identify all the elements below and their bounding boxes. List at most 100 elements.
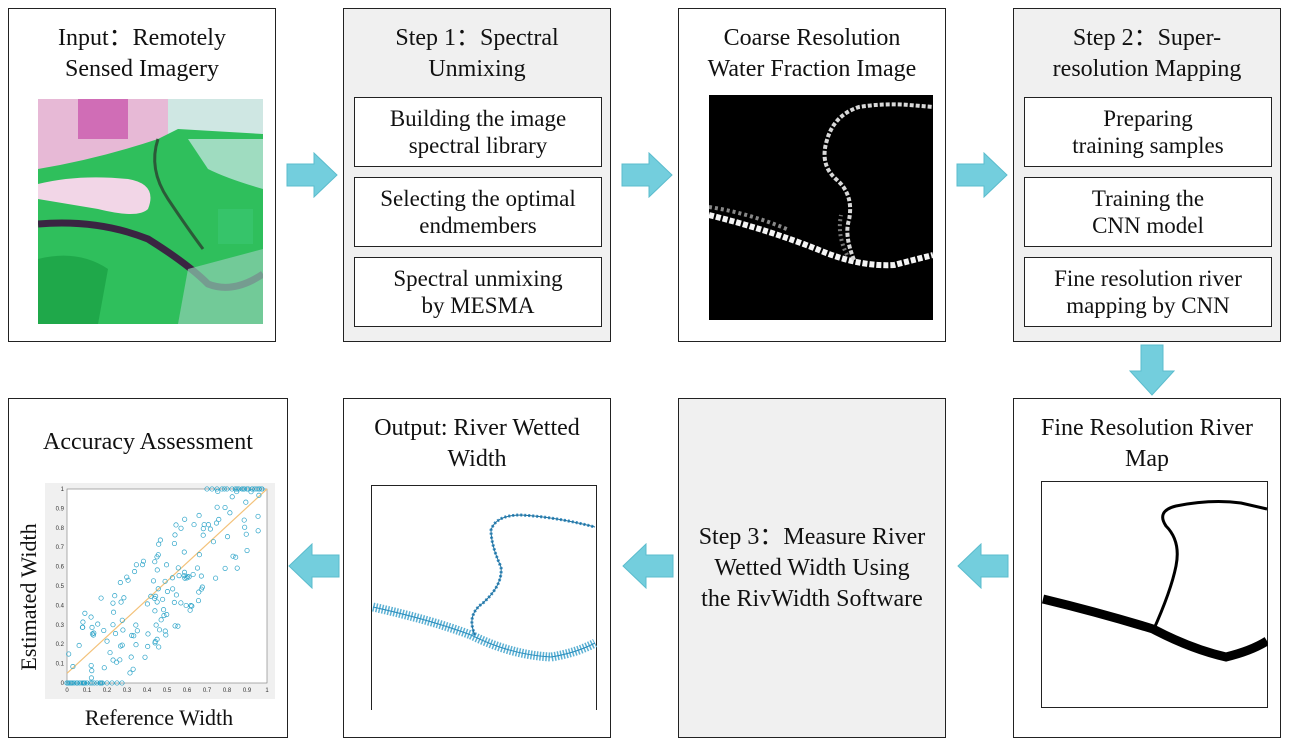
scatter-point — [133, 642, 139, 648]
scatter-point — [101, 627, 107, 634]
scatter-point — [150, 578, 157, 584]
scatter-point — [127, 670, 133, 676]
scatter-point — [254, 486, 260, 492]
step2-title: Step 2：Super- resolution Mapping — [1052, 25, 1242, 82]
scatter-point — [79, 680, 85, 686]
scatter-point — [132, 569, 138, 575]
scatter-point — [227, 510, 233, 516]
scatter-point — [134, 628, 140, 634]
scatter-point — [82, 680, 88, 686]
scatter-point — [110, 600, 116, 606]
y-tick-label: 0.1 — [56, 662, 65, 668]
scatter-point — [255, 528, 261, 534]
step2-item-3: Fine resolution river mapping by CNN — [1024, 257, 1272, 327]
scatter-point — [175, 565, 181, 571]
scatter-point — [124, 574, 130, 580]
scatter-point — [196, 589, 202, 595]
y-tick-label: 0.6 — [56, 565, 65, 571]
river-width-image — [371, 485, 597, 710]
input-box: Input：Remotely Sensed Imagery — [8, 8, 276, 342]
y-tick-label: 0.7 — [56, 545, 65, 551]
arrow-down — [1129, 344, 1175, 396]
scatter-point — [170, 586, 176, 592]
scatter-point — [110, 622, 116, 628]
scatter-point — [152, 608, 158, 614]
x-tick-label: 0.3 — [123, 688, 132, 694]
scatter-point — [229, 494, 235, 500]
scatter-point — [181, 549, 187, 555]
scatter-point — [163, 562, 170, 568]
scatter-point — [200, 532, 206, 538]
scatter-point — [200, 526, 206, 532]
accuracy-title: Accuracy Assessment — [43, 429, 253, 455]
y-tick-label: 0.4 — [56, 603, 65, 609]
step1-box: Step 1：Spectral Unmixing Building the im… — [343, 8, 611, 342]
scatter-point — [76, 642, 82, 649]
scatter-point — [88, 662, 94, 669]
scatter-point — [164, 588, 170, 595]
scatter-point — [205, 522, 211, 528]
scatter-point — [181, 569, 188, 575]
scatter-point — [88, 675, 94, 681]
scatter-point — [173, 592, 179, 598]
scatter-point — [188, 602, 194, 609]
scatter-point — [94, 680, 100, 686]
input-title: Input：Remotely Sensed Imagery — [58, 25, 226, 82]
scatter-point — [119, 680, 125, 686]
x-tick-label: 0.5 — [163, 688, 172, 694]
scatter-point — [157, 537, 163, 543]
coarse-title: Coarse Resolution Water Fraction Image — [707, 25, 917, 82]
scatter-xlabel: Reference Width — [84, 705, 234, 730]
scatter-point — [172, 532, 178, 538]
scatter-point — [243, 499, 249, 505]
scatter-point — [131, 633, 137, 639]
scatter-point — [89, 624, 95, 630]
scatter-point — [89, 668, 95, 674]
scatter-point — [91, 630, 97, 636]
step1-item-2: Selecting the optimal endmembers — [354, 177, 602, 247]
scatter-point — [74, 680, 80, 686]
scatter-point — [88, 614, 94, 620]
scatter-point — [90, 632, 96, 638]
scatter-point — [114, 659, 120, 665]
scatter-point — [84, 680, 90, 686]
scatter-point — [173, 522, 179, 528]
scatter-point — [111, 609, 117, 615]
scatter-point — [234, 489, 240, 495]
scatter-point — [140, 558, 147, 564]
arrow-right-1 — [286, 152, 338, 198]
scatter-point — [234, 565, 240, 571]
scatter-point — [114, 680, 120, 686]
scatter-point — [89, 680, 95, 686]
scatter-point — [125, 577, 131, 583]
scatter-point — [196, 552, 202, 558]
scatter-point — [224, 486, 230, 492]
step2-item-2: Training the CNN model — [1024, 177, 1272, 247]
scatter-point — [213, 520, 220, 526]
scatter-point — [169, 575, 176, 581]
scatter-point — [249, 486, 255, 492]
scatter-point — [144, 601, 150, 607]
output-box: Output: River Wetted Width — [343, 398, 611, 738]
scatter-point — [216, 516, 222, 523]
scatter-point — [256, 486, 262, 492]
scatter-point — [64, 680, 70, 686]
fine-map-title: Fine Resolution River Map — [1041, 415, 1253, 472]
scatter-point — [259, 486, 265, 492]
scatter-point — [133, 622, 139, 628]
step2-box: Step 2：Super- resolution Mapping Prepari… — [1013, 8, 1281, 342]
scatter-point — [156, 627, 163, 633]
scatter-point — [178, 525, 184, 531]
scatter-point — [196, 512, 202, 519]
y-tick-label: 0.9 — [56, 506, 65, 512]
scatter-point — [133, 562, 139, 568]
scatter-point — [156, 644, 162, 650]
arrow-left-1 — [957, 543, 1009, 589]
scatter-point — [99, 680, 105, 686]
scatter-point — [119, 642, 125, 648]
scatter-point — [207, 526, 213, 532]
scatter-point — [162, 628, 168, 634]
scatter-point — [118, 599, 124, 605]
scatter-point — [117, 580, 123, 586]
